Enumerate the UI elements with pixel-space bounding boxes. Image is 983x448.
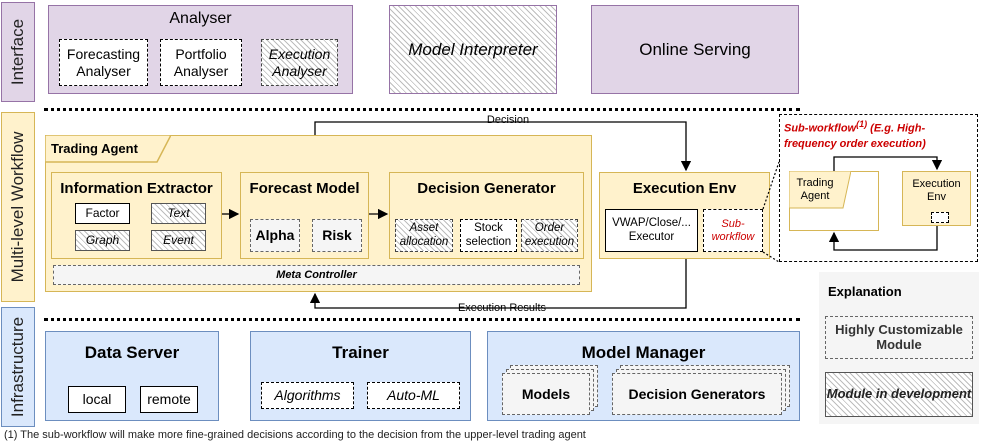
sub-workflow-box: Sub-workflow <box>703 209 763 252</box>
arrow-sub-results <box>828 226 938 251</box>
asset-allocation-box: Asset allocation <box>395 219 453 252</box>
decision-label: Decision <box>483 112 533 128</box>
sub-workflow-title-sup: (1) <box>856 119 868 129</box>
sub-workflow-title-main: Sub-workflow <box>784 122 857 135</box>
trading-agent-tab: Trading Agent <box>45 135 171 163</box>
separator-top <box>44 108 800 111</box>
order-execution-box: Order execution <box>521 219 578 252</box>
stock-selection-box: Stock selection <box>460 219 517 252</box>
online-serving: Online Serving <box>591 5 799 94</box>
decision-generator-title: Decision Generator <box>417 180 556 198</box>
alpha-box: Alpha <box>250 219 300 252</box>
execution-env-title: Execution Env <box>632 180 737 198</box>
workflow-band: Multi-level Workflow <box>1 112 35 302</box>
forecasting-analyser: Forecasting Analyser <box>59 39 148 86</box>
trainer-title: Trainer <box>332 343 389 363</box>
sub-execution-env-label: Execution Env <box>912 178 961 203</box>
executor-box: VWAP/Close/... Executor <box>605 209 698 252</box>
factor-box: Factor <box>75 203 130 224</box>
interface-band: Interface <box>1 2 35 102</box>
risk-box: Risk <box>312 219 362 252</box>
data-server-title: Data Server <box>84 343 180 363</box>
legend-in-development: Module in development <box>825 372 973 417</box>
meta-controller: Meta Controller <box>53 265 580 285</box>
information-extractor-title: Information Extractor <box>60 180 213 198</box>
graph-box: Graph <box>75 230 130 251</box>
model-manager-title: Model Manager <box>581 343 706 363</box>
sub-execution-env-inner <box>931 212 949 223</box>
event-box: Event <box>151 230 206 251</box>
forecast-model-title: Forecast Model <box>249 180 360 198</box>
model-interpreter: Model Interpreter <box>389 5 557 94</box>
arrow-execution-results <box>309 259 687 309</box>
zoom-line-bottom <box>762 251 780 263</box>
models-box: Models <box>502 373 590 415</box>
decision-generators-box: Decision Generators <box>612 373 782 415</box>
sub-workflow-title-rest: (E.g. High-frequency order execution) <box>784 122 926 150</box>
legend-customizable: Highly Customizable Module <box>825 316 973 359</box>
remote-box: remote <box>140 386 198 413</box>
arrow-sub-decision <box>833 156 943 171</box>
trading-agent-label: Trading Agent <box>51 140 138 156</box>
auto-ml-box: Auto-ML <box>367 382 460 409</box>
execution-analyser: Execution Analyser <box>261 39 338 86</box>
sub-trading-agent-label: Trading Agent <box>796 177 834 202</box>
legend-title: Explanation <box>828 284 902 299</box>
separator-bottom <box>44 318 800 321</box>
footnote: (1) The sub-workflow will make more fine… <box>4 429 586 441</box>
infrastructure-band: Infrastructure <box>1 307 35 427</box>
arrow-decision <box>314 121 692 172</box>
analyser-title: Analyser <box>169 9 232 27</box>
sub-trading-agent-tab: Trading Agent <box>789 171 851 209</box>
local-box: local <box>68 386 126 413</box>
sub-workflow-panel-title: Sub-workflow(1) (E.g. High-frequency ord… <box>784 118 974 154</box>
text-box: Text <box>151 203 206 224</box>
portfolio-analyser: Portfolio Analyser <box>160 39 242 86</box>
zoom-line-top <box>762 161 780 210</box>
algorithms-box: Algorithms <box>261 382 354 409</box>
